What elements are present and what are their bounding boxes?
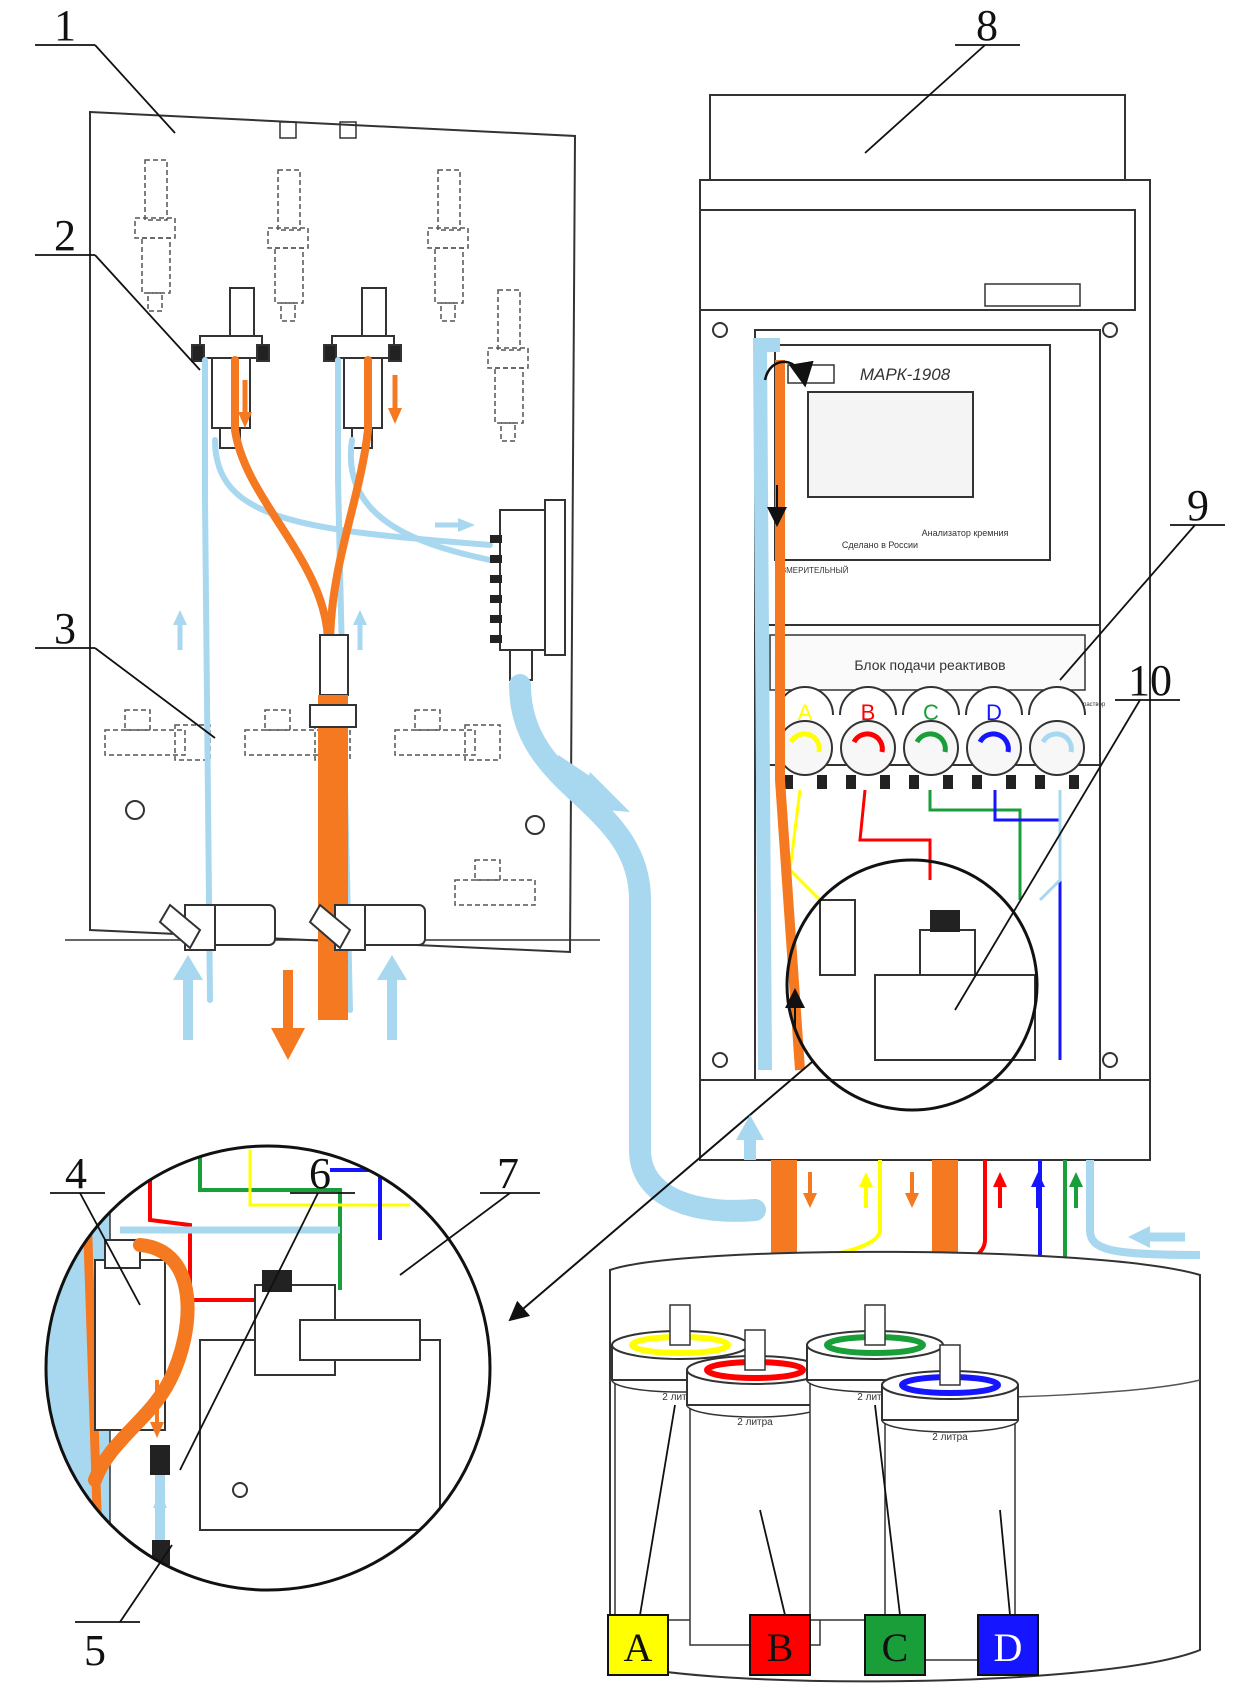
channel-badge: A	[607, 1614, 669, 1676]
analyzer-subtitle: Анализатор кремния	[922, 528, 1009, 538]
reagent-block-title: Блок подачи реактивов	[854, 657, 1005, 673]
callout-number: 6	[309, 1149, 331, 1198]
outlet-flow-arrows	[736, 1115, 1185, 1248]
optional-filters	[104, 159, 536, 906]
drain-clamp	[309, 704, 357, 728]
callout-number: 1	[54, 1, 76, 50]
filter-regulator	[323, 287, 402, 449]
flow-arrows-left	[173, 375, 475, 1060]
callout-number: 9	[1187, 481, 1209, 530]
measuring-cell	[819, 899, 1036, 1061]
callout-numbers: 1 2 3 4 5 6 7 8 9 10	[54, 1, 1209, 1675]
channel-badge: B	[749, 1614, 811, 1676]
bottle-volume-label: 2 литра	[737, 1417, 773, 1428]
channel-badges: A B C D	[607, 1614, 1039, 1676]
pump-channel-letter: D	[986, 700, 1002, 725]
analyzer-brand: МАРК-1908	[860, 365, 951, 384]
callout-number: 4	[65, 1149, 87, 1198]
reagent-bottles: 2 литра 2 литра 2 литра 2 литра	[611, 1304, 1019, 1661]
detail-pointer	[508, 1061, 813, 1322]
callout-leaders	[35, 44, 1225, 1623]
measuring-label: ИЗМЕРИТЕЛЬНЫЙ	[776, 566, 849, 575]
callout-number: 5	[84, 1626, 106, 1675]
reagent-bottle: 2 литра	[881, 1344, 1019, 1661]
detail-highlight-circle	[785, 858, 1039, 1112]
pump-head	[1028, 686, 1086, 789]
channel-badge-letter: A	[624, 1625, 653, 1670]
bottle-volume-label: 2 литра	[932, 1432, 968, 1443]
shutoff-valve	[158, 903, 276, 951]
pump-channel-letter: C	[923, 700, 939, 725]
analyzer-tubing	[788, 789, 1062, 1060]
drain-lines	[231, 356, 372, 644]
analyzer-sample-channel	[752, 338, 780, 1071]
pump-head: C	[902, 686, 960, 789]
pump-channel-letter: B	[861, 700, 876, 725]
callout-number: 10	[1128, 656, 1172, 705]
shutoff-valve	[308, 903, 426, 951]
made-in-label: Сделано в России	[842, 540, 918, 550]
pump-head: D	[965, 686, 1023, 789]
reagent-bottle: 2 литра	[686, 1329, 824, 1646]
channel-badge-letter: B	[767, 1625, 794, 1670]
pump-channel-letter: A	[798, 700, 813, 725]
callout-number: 7	[497, 1149, 519, 1198]
analyzer-flow-arrows	[763, 360, 814, 1030]
channel-badge-letter: C	[882, 1625, 909, 1670]
bottle-volume-label: 2 литра	[857, 1392, 893, 1403]
callout-number: 8	[976, 1, 998, 50]
sample-supply-hose	[509, 674, 766, 1222]
drain-collector	[319, 634, 349, 696]
analyzer-drain-channel	[775, 360, 805, 1071]
channel-badge: D	[977, 1614, 1039, 1676]
channel-badge-letter: D	[994, 1625, 1023, 1670]
sample-manifold	[490, 499, 566, 681]
callout-number: 3	[54, 604, 76, 653]
callout-number: 2	[54, 211, 76, 260]
channel-badge: C	[864, 1614, 926, 1676]
flow-arrow-to-analyzer	[551, 755, 630, 812]
detail-inset	[44, 1144, 492, 1592]
drain-hose	[318, 695, 348, 1020]
bottle-volume-label: 2 литра	[662, 1392, 698, 1403]
pump-head: B	[839, 686, 897, 789]
analyzer-display-unit	[774, 344, 1051, 561]
sample-panel	[65, 110, 600, 954]
